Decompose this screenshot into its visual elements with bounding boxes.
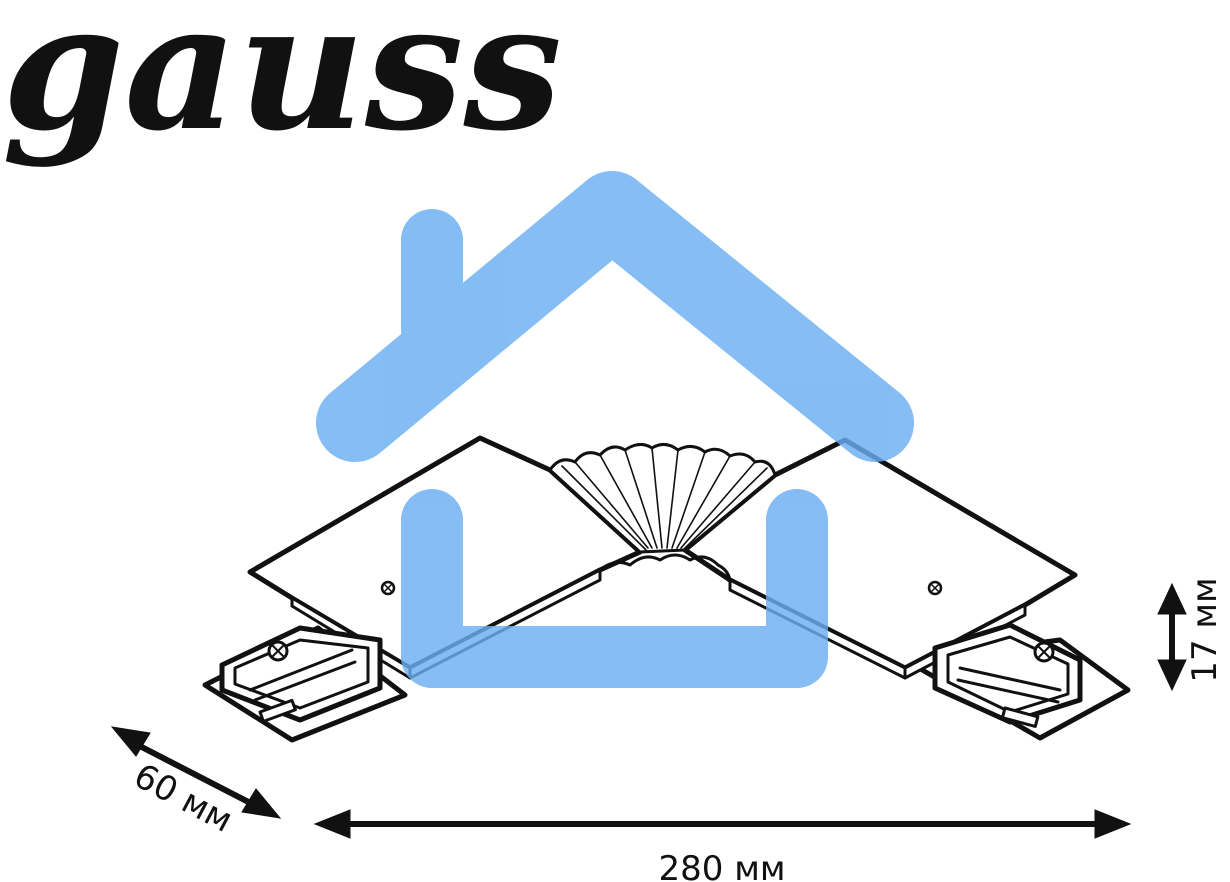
house-icon [316,171,914,688]
height-label: 17 мм [1185,577,1225,682]
depth-dimension [110,726,282,819]
brand-logo: gauss [2,0,562,170]
flex-bellows [548,443,777,554]
right-socket-screw-slot [1037,645,1051,659]
length-dimension [313,809,1132,839]
connector-drawing [202,435,1131,743]
left-socket-screw-slot [271,644,285,658]
length-label: 280 мм [658,849,785,882]
left-track-socket [219,625,383,723]
height-dimension [1157,582,1187,692]
bellows-lower-edge [598,553,732,582]
bellows-folds [561,447,768,551]
